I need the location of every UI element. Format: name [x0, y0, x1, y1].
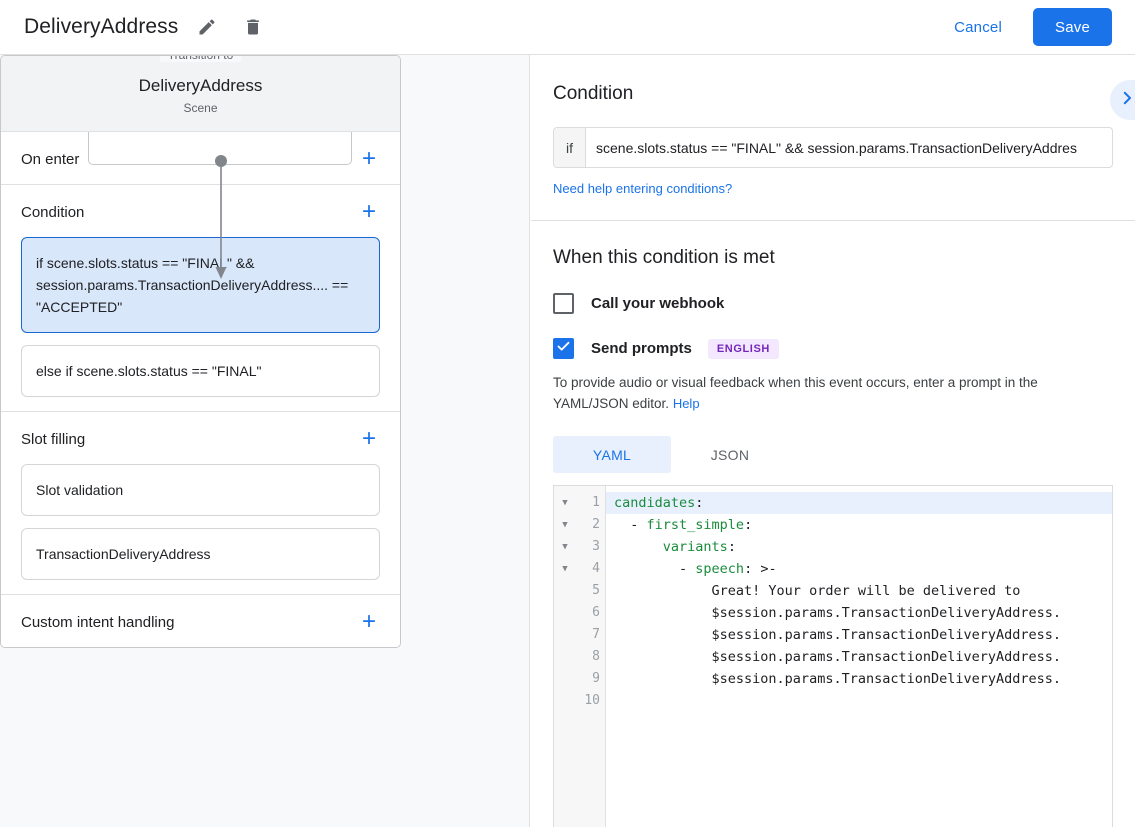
condition-if-label: if: [554, 128, 586, 167]
call-webhook-checkbox[interactable]: [553, 293, 574, 314]
trash-icon: [243, 17, 263, 37]
topbar-actions: Cancel Save: [946, 8, 1112, 46]
line-number: 9: [592, 671, 600, 686]
code-line[interactable]: - speech: >-: [614, 561, 777, 577]
fold-arrow[interactable]: ▼: [562, 564, 568, 574]
add-slot-filling-icon[interactable]: +: [361, 425, 376, 452]
line-number: 4: [592, 561, 600, 576]
webhook-row[interactable]: Call your webhook: [553, 293, 1113, 314]
condition-block: Condition if Need help entering conditio…: [531, 55, 1135, 220]
condition-item-selected[interactable]: if scene.slots.status == "FINAL" && sess…: [21, 237, 380, 333]
condition-heading: Condition: [553, 83, 634, 104]
code-line[interactable]: Great! Your order will be delivered to: [614, 583, 1021, 599]
transition-to-subtitle: Scene: [183, 101, 218, 115]
code-line[interactable]: [606, 690, 1112, 712]
transition-to-legend: Transition to: [159, 56, 242, 62]
section-custom-intent-header[interactable]: Custom intent handling +: [1, 595, 400, 647]
line-number: 10: [584, 693, 600, 708]
cancel-button[interactable]: Cancel: [946, 11, 1010, 44]
delete-button[interactable]: [236, 10, 270, 44]
section-title: On enter: [21, 150, 80, 168]
fold-arrow: [554, 690, 576, 712]
section-slot-filling-body: Slot validation TransactionDeliveryAddre…: [1, 464, 400, 594]
expand-panel-button[interactable]: [1110, 80, 1135, 120]
save-button[interactable]: Save: [1033, 8, 1112, 46]
need-help-conditions-link[interactable]: Need help entering conditions?: [553, 181, 733, 196]
code-area[interactable]: candidates: - first_simple: variants: - …: [606, 486, 1112, 827]
code-line[interactable]: - first_simple:: [614, 517, 753, 533]
fold-gutter: ▼ ▼ ▼ ▼: [554, 486, 576, 827]
when-condition-met-block: When this condition is met Call your web…: [531, 247, 1135, 827]
fold-arrow[interactable]: ▼: [562, 498, 568, 508]
code-line[interactable]: $session.params.TransactionDeliveryAddre…: [614, 671, 1062, 687]
tab-yaml[interactable]: YAML: [553, 436, 671, 473]
condition-item[interactable]: else if scene.slots.status == "FINAL": [21, 345, 380, 397]
help-link[interactable]: Help: [672, 396, 700, 411]
language-badge: ENGLISH: [707, 338, 779, 359]
yaml-editor[interactable]: ▼ ▼ ▼ ▼ 1 2 3 4 5 6 7 8 9 10 candidates: - first_sim…: [553, 485, 1113, 827]
line-number: 2: [592, 517, 600, 532]
fold-arrow[interactable]: ▼: [562, 520, 568, 530]
edit-button[interactable]: [190, 10, 224, 44]
section-title: Custom intent handling: [21, 613, 175, 631]
transition-to-header: Transition to DeliveryAddress Scene: [1, 56, 400, 132]
chevron-right-icon: [1118, 89, 1135, 112]
add-custom-intent-icon[interactable]: +: [361, 608, 376, 635]
right-panel: Condition if Need help entering conditio…: [531, 55, 1135, 827]
editor-tabs: YAML JSON: [553, 436, 1113, 473]
fold-arrow: [554, 646, 576, 668]
section-title: Slot filling: [21, 430, 86, 448]
send-prompts-label: Send prompts: [591, 340, 692, 357]
pencil-icon: [197, 17, 217, 37]
line-number: 3: [592, 539, 600, 554]
add-on-enter-icon[interactable]: +: [361, 145, 376, 172]
condition-input-row[interactable]: if: [553, 127, 1113, 168]
slot-validation-item[interactable]: Slot validation: [21, 464, 380, 516]
code-line[interactable]: $session.params.TransactionDeliveryAddre…: [614, 649, 1062, 665]
section-condition-body: if scene.slots.status == "FINAL" && sess…: [1, 237, 400, 411]
line-number: 8: [592, 649, 600, 664]
fold-arrow: [554, 580, 576, 602]
condition-help-row: Need help entering conditions?: [553, 180, 1113, 198]
prompt-description: To provide audio or visual feedback when…: [553, 372, 1113, 414]
fold-arrow[interactable]: ▼: [562, 542, 568, 552]
call-webhook-label: Call your webhook: [591, 295, 725, 312]
page-title: DeliveryAddress: [24, 15, 179, 38]
section-condition: Condition + if scene.slots.status == "FI…: [1, 185, 400, 412]
fold-arrow: [554, 624, 576, 646]
code-line[interactable]: variants:: [662, 539, 736, 555]
when-condition-met-heading: When this condition is met: [553, 247, 775, 268]
section-custom-intent-handling: Custom intent handling +: [1, 595, 400, 647]
section-slot-filling-header[interactable]: Slot filling +: [1, 412, 400, 464]
tab-json[interactable]: JSON: [710, 446, 750, 463]
code-line[interactable]: $session.params.TransactionDeliveryAddre…: [614, 605, 1062, 621]
add-condition-icon[interactable]: +: [361, 198, 376, 225]
line-number: 5: [592, 583, 600, 598]
transition-connector: [213, 155, 229, 285]
check-icon: [556, 339, 571, 359]
send-prompts-checkbox[interactable]: [553, 338, 574, 359]
left-panel: Transition from Not available Transition…: [0, 55, 530, 827]
code-line[interactable]: candidates:: [606, 492, 1112, 514]
fold-arrow: [554, 602, 576, 624]
top-app-bar: DeliveryAddress Cancel Save: [0, 0, 1135, 55]
fold-arrow: [554, 668, 576, 690]
section-condition-header[interactable]: Condition +: [1, 185, 400, 237]
section-title: Condition: [21, 203, 85, 221]
code-line[interactable]: $session.params.TransactionDeliveryAddre…: [614, 627, 1062, 643]
prompt-description-text: To provide audio or visual feedback when…: [553, 375, 1038, 411]
send-prompts-row[interactable]: Send prompts ENGLISH: [553, 338, 1113, 359]
slot-item[interactable]: TransactionDeliveryAddress: [21, 528, 380, 580]
section-slot-filling: Slot filling + Slot validation Transacti…: [1, 412, 400, 595]
condition-input[interactable]: [586, 128, 1112, 167]
line-number: 1: [592, 495, 600, 510]
line-number: 6: [592, 605, 600, 620]
transition-to-title: DeliveryAddress: [138, 76, 263, 95]
panel-divider: [531, 220, 1135, 221]
line-number: 7: [592, 627, 600, 642]
section-on-enter-header[interactable]: On enter +: [1, 132, 400, 184]
line-number-gutter: 1 2 3 4 5 6 7 8 9 10: [576, 486, 606, 827]
